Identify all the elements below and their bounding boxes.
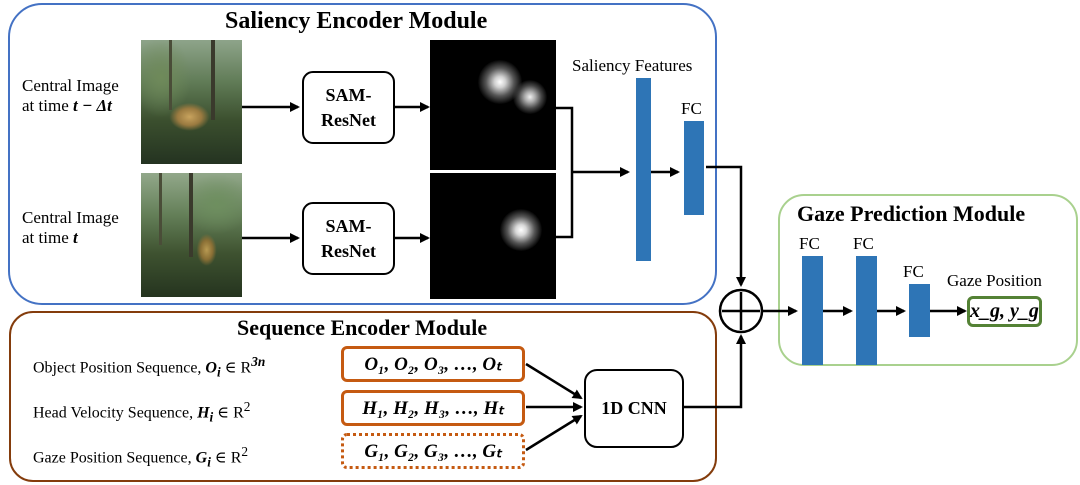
encoder2-line1: SAM- — [325, 215, 372, 236]
saliency-blob — [513, 80, 547, 114]
object-label-text: Object Position Sequence, — [33, 359, 206, 377]
fc-label-1: FC — [799, 234, 820, 253]
head-subscript: i — [209, 409, 214, 425]
row2-label-prefix: at time — [22, 228, 73, 247]
row1-label-line2: at time t − Δt — [22, 96, 119, 116]
object-symbol: O — [205, 359, 217, 377]
gaze-sequence-box: G₁, G₂, G₃, …, Gₜ — [341, 433, 525, 469]
head-set: ∈ R — [213, 404, 244, 422]
gaze-symbol: G — [195, 449, 208, 467]
object-sequence-box: O₁, O₂, O₃, …, Oₜ — [341, 346, 525, 382]
saliency-map-1 — [430, 40, 556, 170]
sequence-encoder-module — [9, 311, 717, 482]
encoder1-line1: SAM- — [325, 84, 372, 105]
row2-label-math: t — [72, 228, 78, 247]
fc-label-saliency: FC — [681, 99, 702, 118]
gaze-position-label: Gaze Position — [947, 271, 1042, 290]
fc-bar-3 — [909, 284, 930, 337]
head-symbol: H — [197, 404, 210, 422]
gaze-module-title: Gaze Prediction Module — [797, 201, 1026, 226]
object-subscript: i — [216, 364, 221, 380]
fc-label-2: FC — [853, 234, 874, 253]
head-sequence-box: H₁, H₂, H₃, …, Hₜ — [341, 390, 525, 426]
gaze-set: ∈ R — [210, 449, 242, 467]
row1-label-line1: Central Image — [22, 76, 119, 95]
row1-label-math: t − Δt — [72, 96, 112, 115]
sequence-module-title: Sequence Encoder Module — [237, 315, 488, 340]
gaze-sequence-label: Gaze Position Sequence, Gi ∈ R2 — [33, 442, 248, 473]
row2-label-line2: at time t — [22, 228, 119, 248]
fc-bar-saliency — [684, 121, 704, 215]
row2-image-label: Central Image at time t — [22, 208, 119, 248]
encoder1-text: SAM- ResNet — [321, 83, 376, 133]
object-sequence-label: Object Position Sequence, Oi ∈ R3n — [33, 352, 265, 383]
sam-resnet-encoder-1: SAM- ResNet — [302, 71, 395, 144]
1d-cnn-block: 1D CNN — [584, 369, 684, 448]
object-set: ∈ R — [220, 359, 252, 377]
saliency-features-bar — [636, 78, 651, 261]
gaze-prediction-module — [778, 194, 1078, 366]
fc-bar-1 — [802, 256, 823, 365]
saliency-features-label: Saliency Features — [572, 56, 693, 75]
saliency-encoder-module — [8, 3, 717, 305]
saliency-map-2 — [430, 173, 556, 299]
row1-label-prefix: at time — [22, 96, 73, 115]
fc-label-3: FC — [903, 262, 924, 281]
encoder2-line2: ResNet — [321, 240, 376, 261]
fusion-add-icon — [720, 290, 762, 332]
tree-trunk — [211, 40, 215, 120]
saliency-module-title: Saliency Encoder Module — [225, 8, 488, 34]
central-image-t-minus-dt — [141, 40, 242, 164]
head-superscript: 2 — [243, 399, 251, 414]
gaze-subscript: i — [207, 454, 211, 470]
sam-resnet-encoder-2: SAM- ResNet — [302, 202, 395, 275]
head-label-text: Head Velocity Sequence, — [33, 404, 198, 422]
saliency-blob — [500, 209, 542, 251]
encoder1-line2: ResNet — [321, 109, 376, 130]
object-superscript: 3n — [251, 354, 266, 369]
gaze-output-box: x_g, y_g — [967, 296, 1042, 327]
row2-label-line1: Central Image — [22, 208, 119, 227]
tree-trunk — [169, 40, 172, 110]
encoder2-text: SAM- ResNet — [321, 214, 376, 264]
row1-image-label: Central Image at time t − Δt — [22, 76, 119, 116]
gaze-label-text: Gaze Position Sequence, — [33, 449, 196, 467]
head-sequence-label: Head Velocity Sequence, Hi ∈ R2 — [33, 397, 250, 428]
tree-trunk — [189, 173, 193, 257]
tree-trunk — [159, 173, 162, 245]
gaze-superscript: 2 — [241, 444, 249, 459]
fc-bar-2 — [856, 256, 877, 365]
central-image-t — [141, 173, 242, 297]
gaze-output-value: x_g, y_g — [970, 300, 1039, 322]
